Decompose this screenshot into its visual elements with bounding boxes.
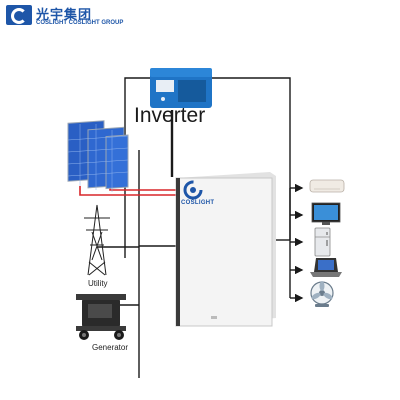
inverter-icon <box>150 68 212 108</box>
solar-panel-icon <box>67 120 129 192</box>
fan-icon <box>310 281 334 307</box>
laptop-icon <box>310 258 342 277</box>
logo-chinese-name: 光宇集团 <box>36 8 93 23</box>
inverter-label: Inverter <box>134 104 206 127</box>
generator-icon <box>76 294 126 340</box>
generator-label: Generator <box>92 343 129 352</box>
tv-icon <box>311 202 341 225</box>
battery-brand-label: COSLIGHT <box>181 200 215 206</box>
battery-cabinet-icon <box>175 172 276 327</box>
coslight-logo: 光宇集团 COSLIGHT COSLIGHT GROUP <box>6 4 146 30</box>
utility-label: Utility <box>88 279 108 288</box>
refrigerator-icon <box>314 227 331 257</box>
logo-english-name: COSLIGHT COSLIGHT GROUP <box>36 20 124 26</box>
air-conditioner-icon <box>309 179 345 193</box>
coslight-logo-icon <box>6 5 32 25</box>
ac-wiring <box>97 77 304 378</box>
utility-tower-icon <box>84 204 110 276</box>
